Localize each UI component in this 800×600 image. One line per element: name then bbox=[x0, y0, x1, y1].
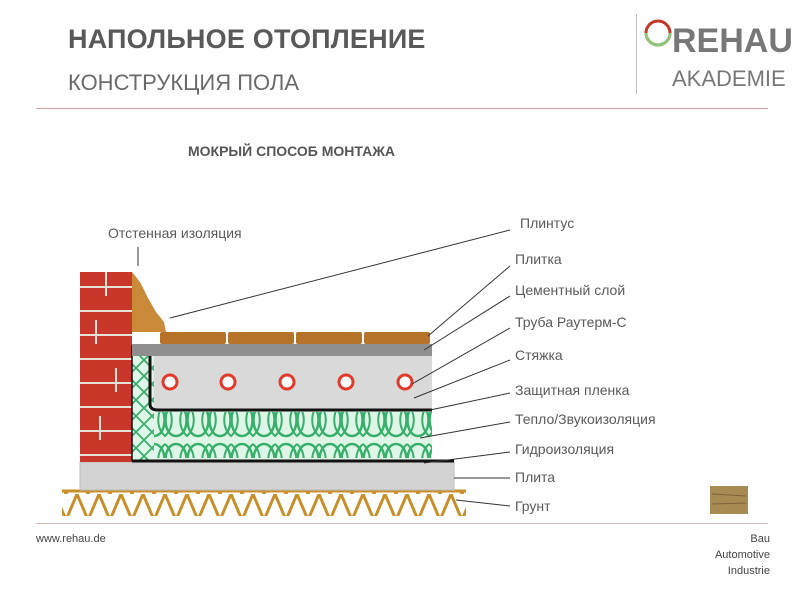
label-insulation: Тепло/Звукоизоляция bbox=[515, 411, 656, 427]
ground-layer bbox=[62, 490, 466, 516]
label-ground: Грунт bbox=[515, 498, 551, 514]
slab-layer bbox=[79, 461, 455, 491]
page-subtitle: КОНСТРУКЦИЯ ПОЛА bbox=[68, 70, 300, 95]
logo-sub: AKADEMIE bbox=[672, 66, 786, 91]
label-cement-layer: Цементный слой bbox=[515, 282, 626, 298]
label-screed: Стяжка bbox=[515, 347, 563, 363]
section-title: МОКРЫЙ СПОСОБ МОНТАЖА bbox=[188, 143, 395, 159]
leader-lines bbox=[137, 229, 511, 507]
footer-division: Bau bbox=[750, 533, 770, 545]
tile bbox=[228, 332, 294, 344]
wood-thumbnail-icon bbox=[710, 486, 748, 514]
cement-layer bbox=[132, 344, 432, 356]
pipe bbox=[396, 373, 414, 391]
pipe bbox=[161, 373, 179, 391]
header-divider bbox=[36, 108, 768, 109]
tile bbox=[296, 332, 362, 344]
footer-divider bbox=[36, 523, 768, 524]
tiles bbox=[160, 332, 430, 344]
logo-name: REHAU bbox=[672, 22, 793, 60]
page-title: НАПОЛЬНОЕ ОТОПЛЕНИЕ bbox=[68, 24, 426, 54]
label-pipe: Труба Раутерм-С bbox=[515, 314, 627, 330]
footer-division: Industrie bbox=[727, 565, 770, 577]
pipe bbox=[278, 373, 296, 391]
skirting bbox=[132, 272, 166, 332]
label-skirting: Плинтус bbox=[520, 215, 575, 231]
rehau-logo-icon bbox=[644, 19, 672, 47]
label-wall-insulation: Отстенная изоляция bbox=[108, 225, 242, 241]
brick-wall bbox=[80, 272, 132, 462]
footer-division: Automotive bbox=[714, 549, 770, 561]
protective-film bbox=[148, 350, 432, 412]
rehau-logo bbox=[636, 14, 777, 94]
label-protective-film: Защитная пленка bbox=[515, 382, 630, 398]
pipe bbox=[219, 373, 237, 391]
tile bbox=[364, 332, 430, 344]
tile bbox=[160, 332, 226, 344]
footer-url[interactable]: www.rehau.de bbox=[36, 533, 106, 545]
label-slab: Плита bbox=[515, 469, 556, 485]
label-waterproofing: Гидроизоляция bbox=[515, 441, 615, 457]
pipes bbox=[161, 373, 414, 391]
footer-divisions: Bau Automotive Industrie bbox=[690, 531, 770, 579]
pipe bbox=[337, 373, 355, 391]
label-tile: Плитка bbox=[515, 251, 562, 267]
